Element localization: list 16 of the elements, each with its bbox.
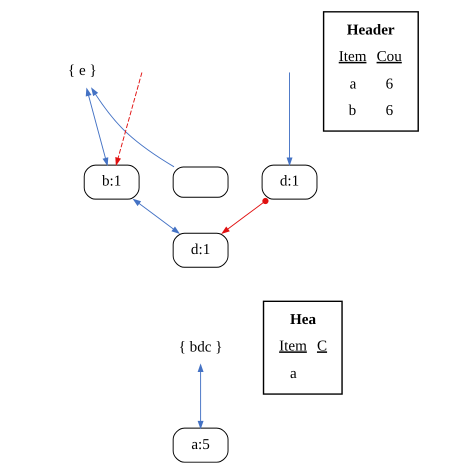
- node-box: d:1: [261, 164, 317, 200]
- arrow: [132, 198, 180, 234]
- node-box: Header Item Cou a 6 b 6: [322, 11, 418, 132]
- arrow: [90, 87, 174, 168]
- node-box: Hea Item C a: [262, 300, 342, 395]
- node-box: [172, 166, 228, 198]
- arrow: [220, 198, 268, 234]
- node-box: a:5: [172, 428, 228, 463]
- node-text: { bdc }: [178, 339, 222, 356]
- node-box: b:1: [83, 164, 140, 200]
- arrow: [114, 72, 142, 166]
- arrow: [197, 363, 204, 430]
- arrow: [85, 88, 108, 166]
- arrow: [286, 72, 292, 166]
- node-box: d:1: [172, 232, 228, 268]
- node-text: { e }: [67, 63, 96, 80]
